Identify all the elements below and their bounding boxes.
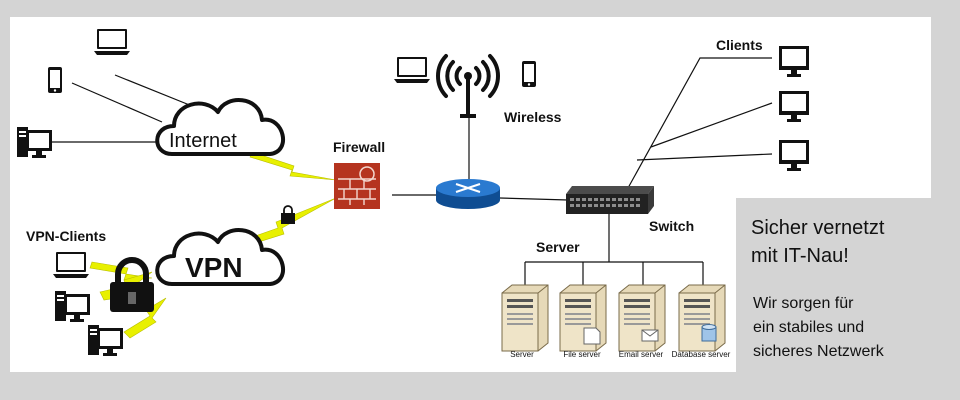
vpn-laptop-icon: [53, 252, 89, 278]
email-server-icon: [618, 284, 666, 352]
switch-label: Switch: [649, 218, 695, 234]
client-monitor-icon: [779, 140, 809, 171]
clients-label: Clients: [716, 37, 763, 53]
router-icon: [436, 179, 500, 209]
slogan-headline: Sicher vernetzt mit IT-Nau!: [751, 214, 951, 270]
phone-icon: [522, 61, 536, 87]
client-monitor-icon: [779, 46, 809, 77]
phone-icon: [48, 67, 62, 93]
wireless-antenna-icon: [436, 54, 500, 118]
padlock-icon: [110, 257, 154, 312]
client-monitor-icon: [779, 91, 809, 122]
server-label: Server: [536, 239, 580, 255]
laptop-icon: [394, 57, 430, 83]
vpn-desktop-icon: [55, 291, 90, 322]
vpn-desktop-icon: [88, 325, 123, 356]
wireless-label: Wireless: [504, 109, 562, 125]
network-switch-icon: [566, 186, 654, 214]
database-server-icon: [678, 284, 726, 352]
vpn-cloud-label: VPN: [185, 252, 243, 283]
internet-cloud-label: Internet: [169, 130, 237, 152]
database-server-caption: Database server: [671, 350, 731, 359]
slogan-headline-line: Sicher vernetzt: [751, 217, 885, 239]
slogan-body-line: ein stabiles und: [753, 319, 865, 336]
email-server-caption: Email server: [618, 350, 664, 359]
server-caption: Server: [510, 350, 534, 359]
network-diagram-panel: Firewall Wireless Clients Switch Server …: [10, 17, 931, 372]
vpn-clients-label: VPN-Clients: [26, 228, 107, 244]
slogan-body-line: Wir sorgen für: [753, 295, 854, 312]
file-server-icon: [559, 284, 607, 352]
server-tower-icon: [501, 284, 549, 352]
slogan-body: Wir sorgen für ein stabiles und sicheres…: [753, 292, 953, 364]
file-server-caption: File server: [563, 350, 601, 359]
desktop-computer-icon: [17, 127, 52, 158]
slogan-box: Sicher vernetzt mit IT-Nau! Wir sorgen f…: [736, 198, 960, 374]
small-padlock-icon: [281, 205, 295, 224]
slogan-headline-line: mit IT-Nau!: [751, 245, 849, 267]
network-diagram: [17, 29, 809, 356]
firewall-icon: [334, 163, 380, 209]
firewall-label: Firewall: [333, 139, 386, 155]
slogan-body-line: sicheres Netzwerk: [753, 343, 884, 360]
laptop-icon: [94, 29, 130, 55]
connection-lines: [50, 57, 773, 288]
